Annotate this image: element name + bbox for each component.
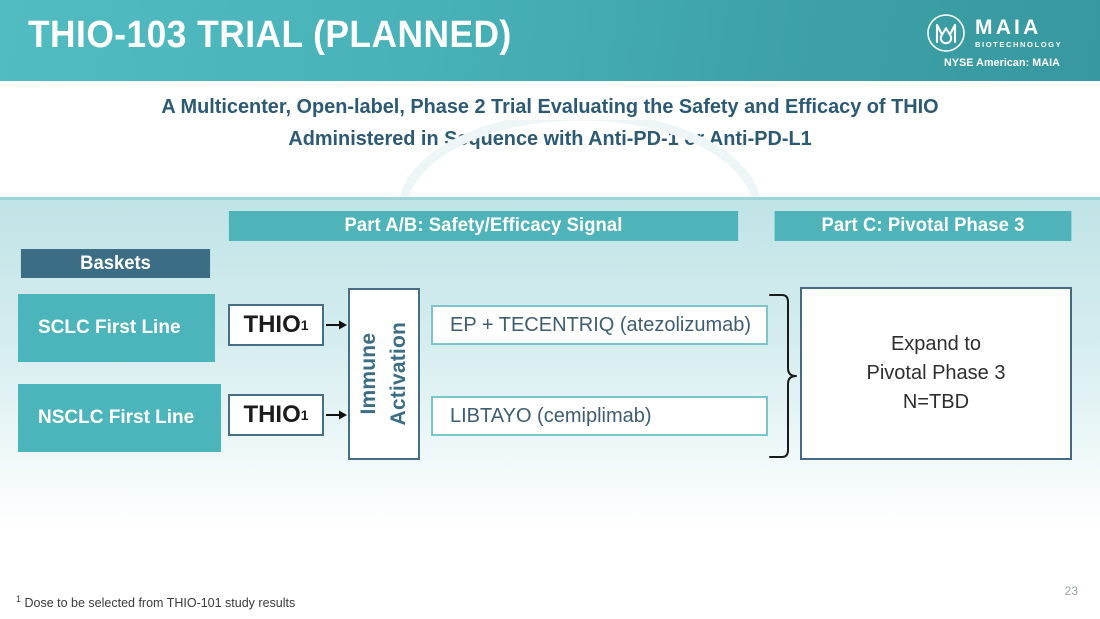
treatment-box-tecentriq: EP + TECENTRIQ (atezolizumab) bbox=[431, 305, 768, 345]
expand-box-text: Expand to Pivotal Phase 3 N=TBD bbox=[867, 330, 1006, 417]
expand-box-line-1: Expand to bbox=[890, 333, 982, 355]
maia-circle-m-icon bbox=[927, 14, 965, 52]
basket-label: SCLC First Line bbox=[38, 317, 181, 338]
thio-label: THIO bbox=[243, 311, 301, 338]
slide-header-bar: THIO-103 TRIAL (PLANNED) MAIA BIOTECHNOL… bbox=[0, 0, 1100, 81]
thio-label: THIO bbox=[243, 401, 301, 428]
trial-subtitle: A Multicenter, Open-label, Phase 2 Trial… bbox=[17, 91, 1084, 155]
expand-box-line-2: Pivotal Phase 3 bbox=[866, 362, 1006, 384]
basket-row-sclc: SCLC First Line bbox=[18, 294, 215, 362]
subtitle-line-1: A Multicenter, Open-label, Phase 2 Trial… bbox=[161, 95, 939, 118]
basket-label: NSCLC First Line bbox=[38, 407, 195, 428]
brace-connector bbox=[769, 294, 797, 458]
treatment-label: LIBTAYO (cemiplimab) bbox=[450, 404, 652, 427]
expand-pivotal-phase3-box: Expand to Pivotal Phase 3 N=TBD bbox=[800, 287, 1072, 460]
panel-top-accent-line bbox=[0, 197, 1100, 200]
basket-row-nsclc: NSCLC First Line bbox=[18, 384, 221, 452]
logo-wordmark: MAIA BIOTECHNOLOGY bbox=[975, 17, 1062, 49]
subtitle-line-2: Administered in Sequence with Anti-PD-1 … bbox=[288, 127, 812, 150]
footnote-text: Dose to be selected from THIO-101 study … bbox=[24, 596, 296, 611]
treatment-label: EP + TECENTRIQ (atezolizumab) bbox=[450, 313, 752, 336]
page-title: THIO-103 TRIAL (PLANNED) bbox=[28, 14, 512, 56]
footnote-marker: 1 bbox=[16, 594, 22, 604]
footnote: 1 Dose to be selected from THIO-101 stud… bbox=[16, 594, 295, 610]
expand-box-line-3: N=TBD bbox=[902, 391, 970, 413]
baskets-column-label: Baskets bbox=[20, 249, 211, 278]
treatment-box-libtayo: LIBTAYO (cemiplimab) bbox=[431, 396, 768, 436]
logo-name: MAIA bbox=[975, 16, 1042, 40]
immune-activation-line-1: Immune bbox=[357, 333, 380, 415]
brand-logo-group: MAIA BIOTECHNOLOGY NYSE American: MAIA bbox=[926, 13, 1078, 71]
arrow-right-icon bbox=[326, 320, 347, 330]
immune-activation-label: Immune Activation bbox=[354, 322, 414, 426]
part-c-header: Part C: Pivotal Phase 3 bbox=[774, 211, 1072, 241]
thio-footnote-marker: 1 bbox=[300, 407, 309, 423]
part-ab-header: Part A/B: Safety/Efficacy Signal bbox=[228, 211, 739, 241]
logo-row: MAIA BIOTECHNOLOGY bbox=[926, 13, 1062, 53]
page-number: 23 bbox=[1064, 584, 1078, 598]
thio-footnote-marker: 1 bbox=[300, 317, 309, 333]
stock-ticker-label: NYSE American: MAIA bbox=[944, 57, 1060, 69]
logo-subtitle: BIOTECHNOLOGY bbox=[975, 40, 1063, 50]
arrow-right-icon bbox=[326, 410, 347, 420]
immune-activation-box: Immune Activation bbox=[348, 288, 420, 460]
immune-activation-line-2: Activation bbox=[387, 322, 410, 426]
